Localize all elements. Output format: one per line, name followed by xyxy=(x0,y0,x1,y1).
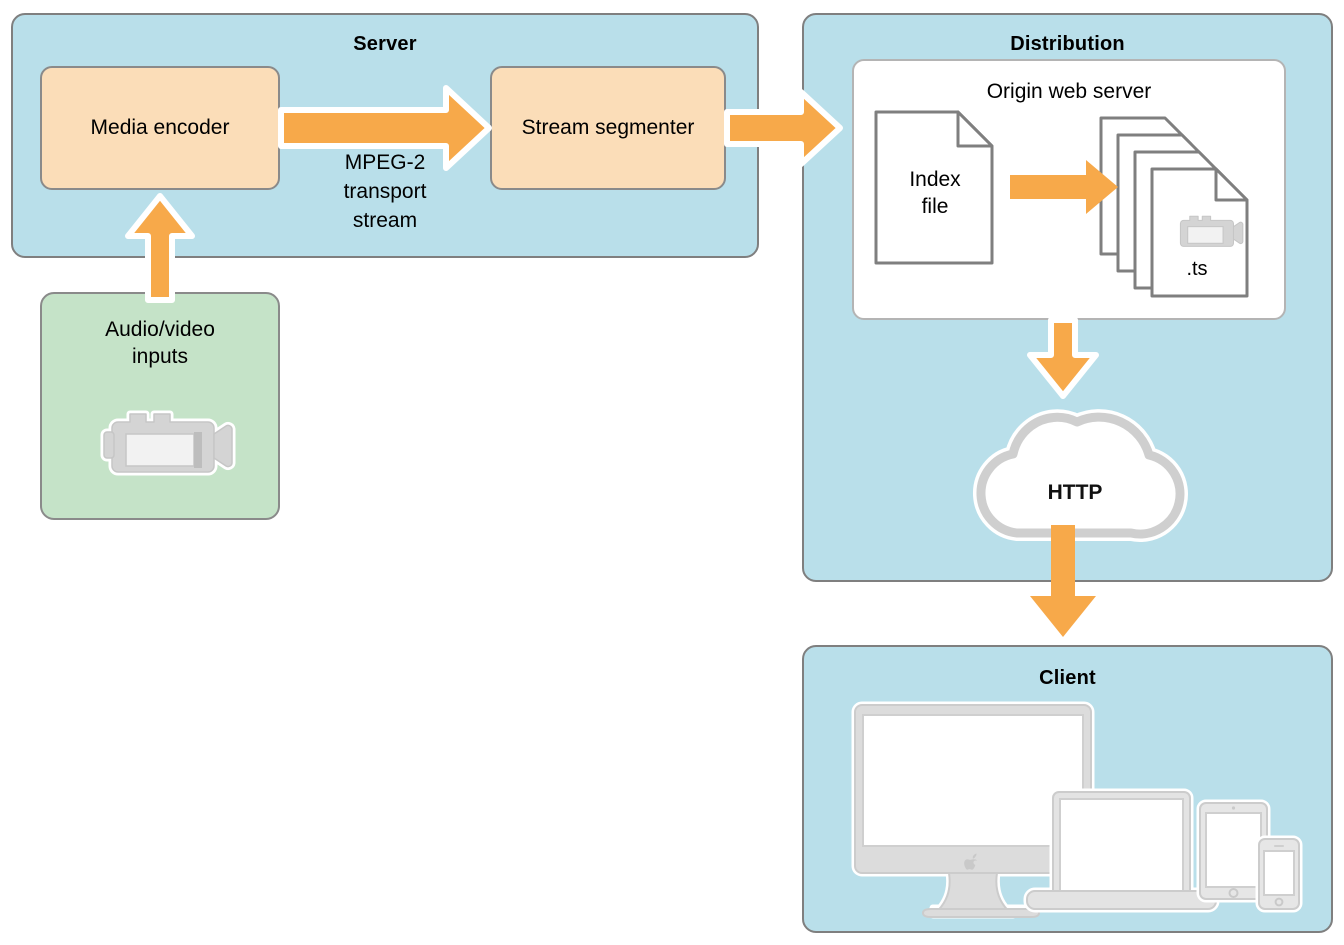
mpeg2-line-1: MPEG-2 xyxy=(344,151,426,174)
distribution-group-title: Distribution xyxy=(1010,33,1125,55)
media-encoder-label: Media encoder xyxy=(90,116,230,139)
client-group-title: Client xyxy=(1039,667,1096,689)
camcorder-icon xyxy=(90,402,240,492)
index-file-line-2: file xyxy=(921,195,949,218)
http-cloud: HTTP xyxy=(955,405,1195,550)
origin-web-server-label: Origin web server xyxy=(986,80,1152,103)
audio-video-inputs-box[interactable]: Audio/video inputs xyxy=(40,292,280,520)
stream-segmenter-box[interactable]: Stream segmenter xyxy=(490,66,726,190)
server-group-title: Server xyxy=(353,33,417,55)
laptop-macbook-icon xyxy=(1023,788,1220,913)
index-file-line-1: Index xyxy=(909,168,961,191)
mpeg2-line-3: stream xyxy=(352,209,418,232)
ts-segment-label: .ts xyxy=(1186,258,1208,280)
http-cloud-label: HTTP xyxy=(1047,481,1103,504)
mpeg2-link-label: MPEG-2 transport stream xyxy=(300,148,470,235)
stream-segmenter-label: Stream segmenter xyxy=(521,116,695,139)
client-devices xyxy=(845,695,1315,919)
phone-iphone-icon xyxy=(1255,835,1303,913)
desktop-imac-icon xyxy=(851,701,1095,919)
ts-segment-stack[interactable]: .ts xyxy=(1095,112,1265,300)
index-file-document[interactable]: Index file xyxy=(874,110,996,265)
inputs-line-1: Audio/video xyxy=(105,318,215,341)
index-file-label: Index file xyxy=(874,166,996,220)
mpeg2-line-2: transport xyxy=(343,180,427,203)
inputs-line-2: inputs xyxy=(131,345,189,368)
audio-video-inputs-label: Audio/video inputs xyxy=(42,316,278,370)
media-encoder-box[interactable]: Media encoder xyxy=(40,66,280,190)
